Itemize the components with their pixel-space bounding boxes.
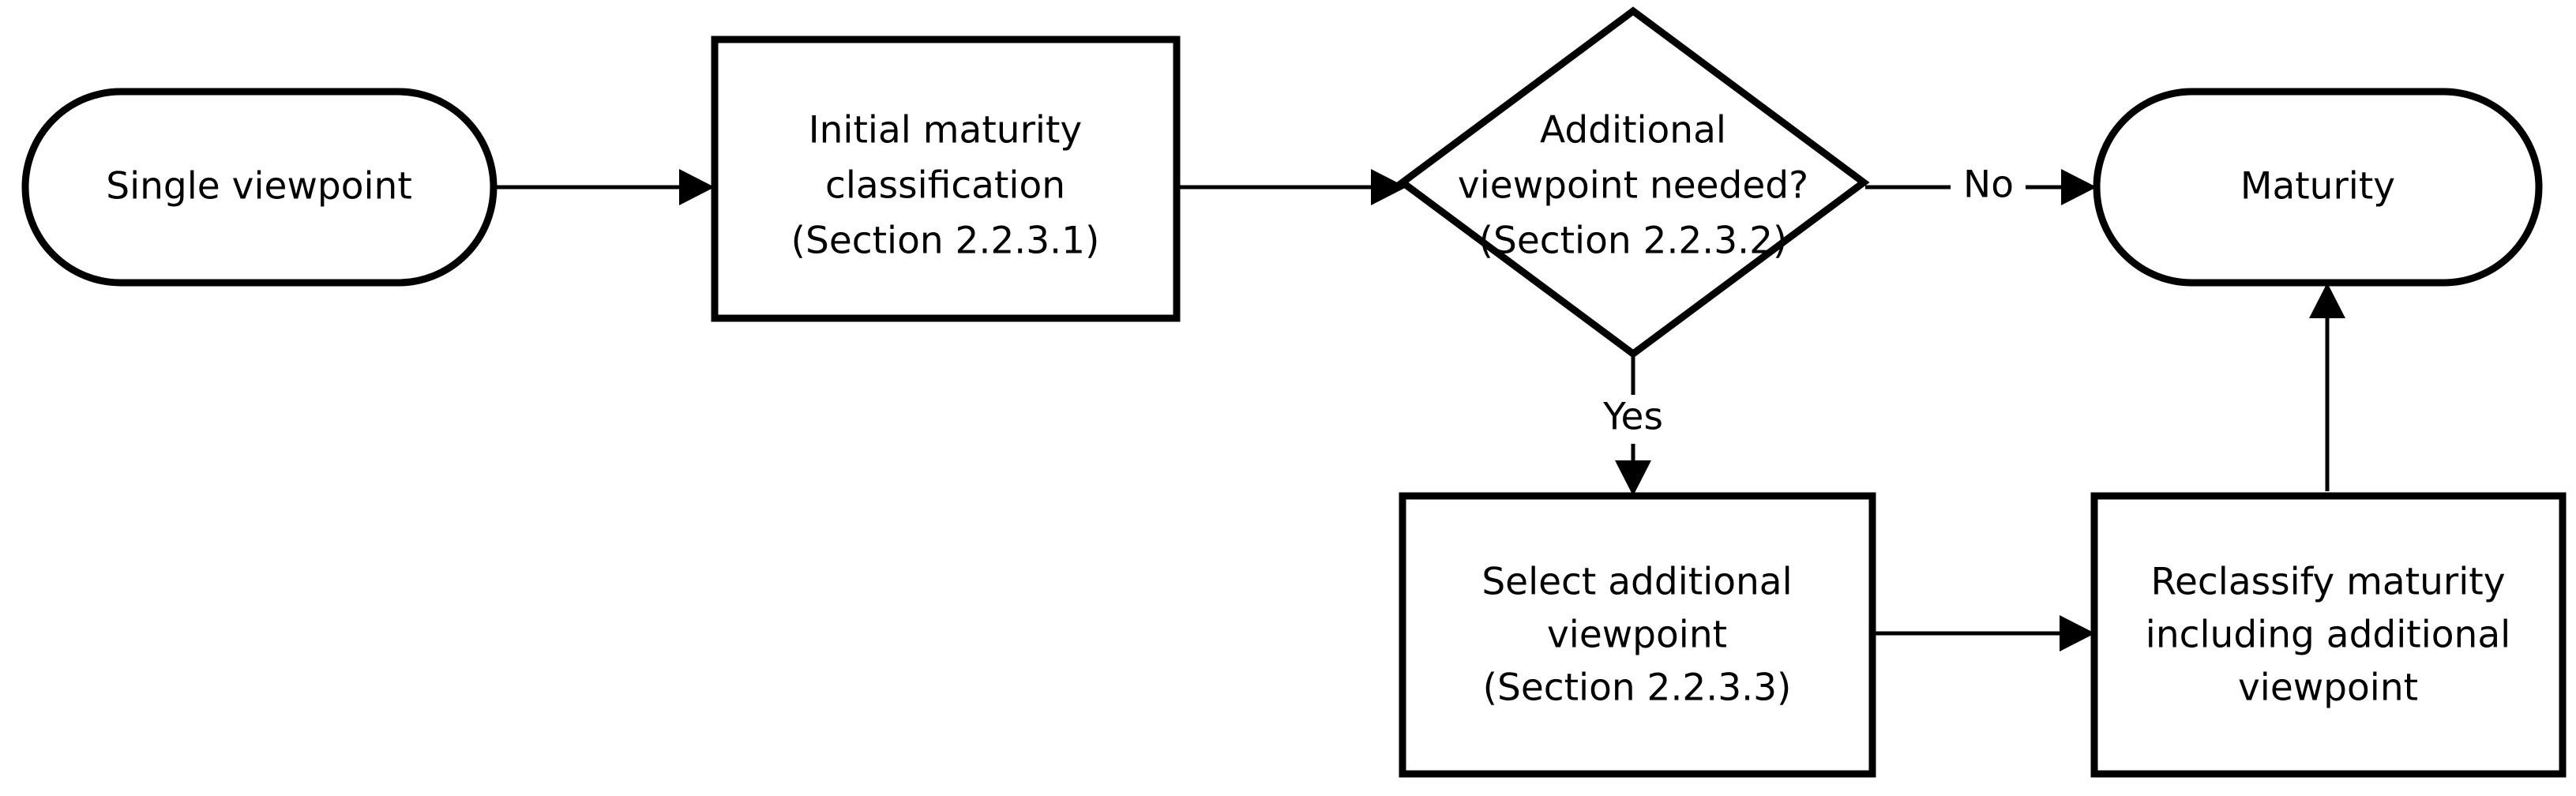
node-maturity-shape[interactable] [2093,88,2543,287]
node-single-viewpoint-label-line1: Single viewpoint [106,165,412,208]
edge-decision-to-select-viewpoint-yes: Yes [1602,344,1663,496]
node-maturity[interactable]: Maturity [2093,88,2543,287]
node-select-additional-viewpoint[interactable]: Select additional viewpoint (Section 2.2… [1399,492,1876,778]
node-reclassify-maturity-label-line3: viewpoint [2238,666,2418,710]
node-select-additional-viewpoint-shape[interactable] [1399,492,1876,778]
edge-select-viewpoint-to-reclassify [1873,615,2095,651]
node-reclassify-maturity-label-line1: Reclassify maturity [2150,561,2505,604]
node-decision-label-line3: (Section 2.2.3.2) [1479,220,1788,263]
arrowhead-icon [2309,283,2345,318]
node-reclassify-maturity[interactable]: Reclassify maturity including additional… [2090,492,2567,778]
arrowhead-icon [2061,169,2097,205]
node-initial-classification-label-line1: Initial maturity [809,109,1082,152]
node-reclassify-maturity-shape[interactable] [2090,492,2567,778]
node-initial-classification-shape[interactable] [711,36,1181,322]
arrowhead-icon [679,169,715,205]
node-select-viewpoint-label-line1: Select additional [1481,561,1792,604]
edge-reclassify-to-maturity [2309,283,2345,491]
node-additional-viewpoint-decision[interactable]: Additional viewpoint needed? (Section 2.… [1396,6,1870,359]
edge-decision-to-maturity-no: No [1865,163,2097,207]
node-initial-classification-label-line3: (Section 2.2.3.1) [791,220,1100,263]
arrowhead-icon [2060,615,2095,651]
node-initial-classification[interactable]: Initial maturity classification (Section… [711,36,1181,322]
node-single-viewpoint-shape[interactable] [21,88,498,287]
node-reclassify-maturity-label-line2: including additional [2146,614,2510,657]
node-decision-label-line1: Additional [1540,109,1726,152]
node-maturity-label-line1: Maturity [2240,165,2395,208]
node-decision-label-line2: viewpoint needed? [1458,164,1808,208]
node-select-viewpoint-label-line3: (Section 2.2.3.3) [1483,666,1792,710]
arrowhead-icon [1371,169,1406,205]
edge-initial-classification-to-decision [1178,169,1406,205]
node-initial-classification-label-line2: classification [825,164,1065,208]
edge-label-yes: Yes [1602,396,1663,439]
node-additional-viewpoint-decision-shape[interactable] [1396,6,1870,359]
arrowhead-icon [1615,460,1651,496]
edge-single-viewpoint-to-initial-classification [495,169,715,205]
edge-label-no: No [1963,163,2014,207]
node-single-viewpoint[interactable]: Single viewpoint [21,88,498,287]
node-select-viewpoint-label-line2: viewpoint [1547,614,1727,657]
